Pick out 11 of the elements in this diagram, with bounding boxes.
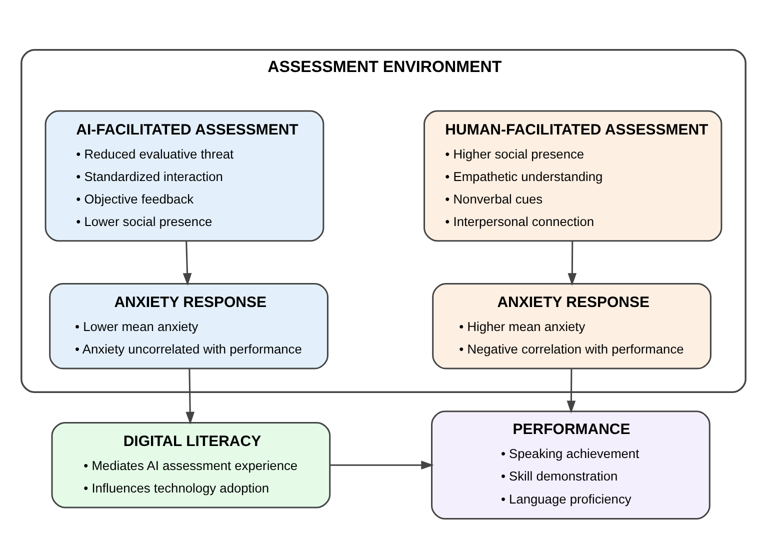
node-box: ANXIETY RESPONSE • Higher mean anxiety • Negative correlation with performance	[432, 283, 712, 370]
node-box: PERFORMANCE • Speaking achievement • Skill demonstration • Language proficiency	[431, 410, 710, 520]
node-box: HUMAN-FACILITATED ASSESSMENT • Higher social presence • Empathetic understanding • Nonverbal cues • Interpersonal connection	[424, 110, 722, 242]
node-box: ANXIETY RESPONSE • Lower mean anxiety • Anxiety uncorrelated with performance	[49, 283, 328, 370]
node-box: DIGITAL LITERACY • Mediates AI assessment experience • Influences technology adoption	[51, 422, 331, 508]
arrow	[186, 368, 195, 425]
arrow	[182, 241, 192, 286]
arrow	[568, 241, 577, 286]
arrow	[330, 460, 434, 470]
arrow	[566, 368, 576, 414]
node-box: AI-FACILITATED ASSESSMENT • Reduced evaluative threat • Standardized interaction • Objective feedback • Lower social presence	[44, 110, 324, 242]
